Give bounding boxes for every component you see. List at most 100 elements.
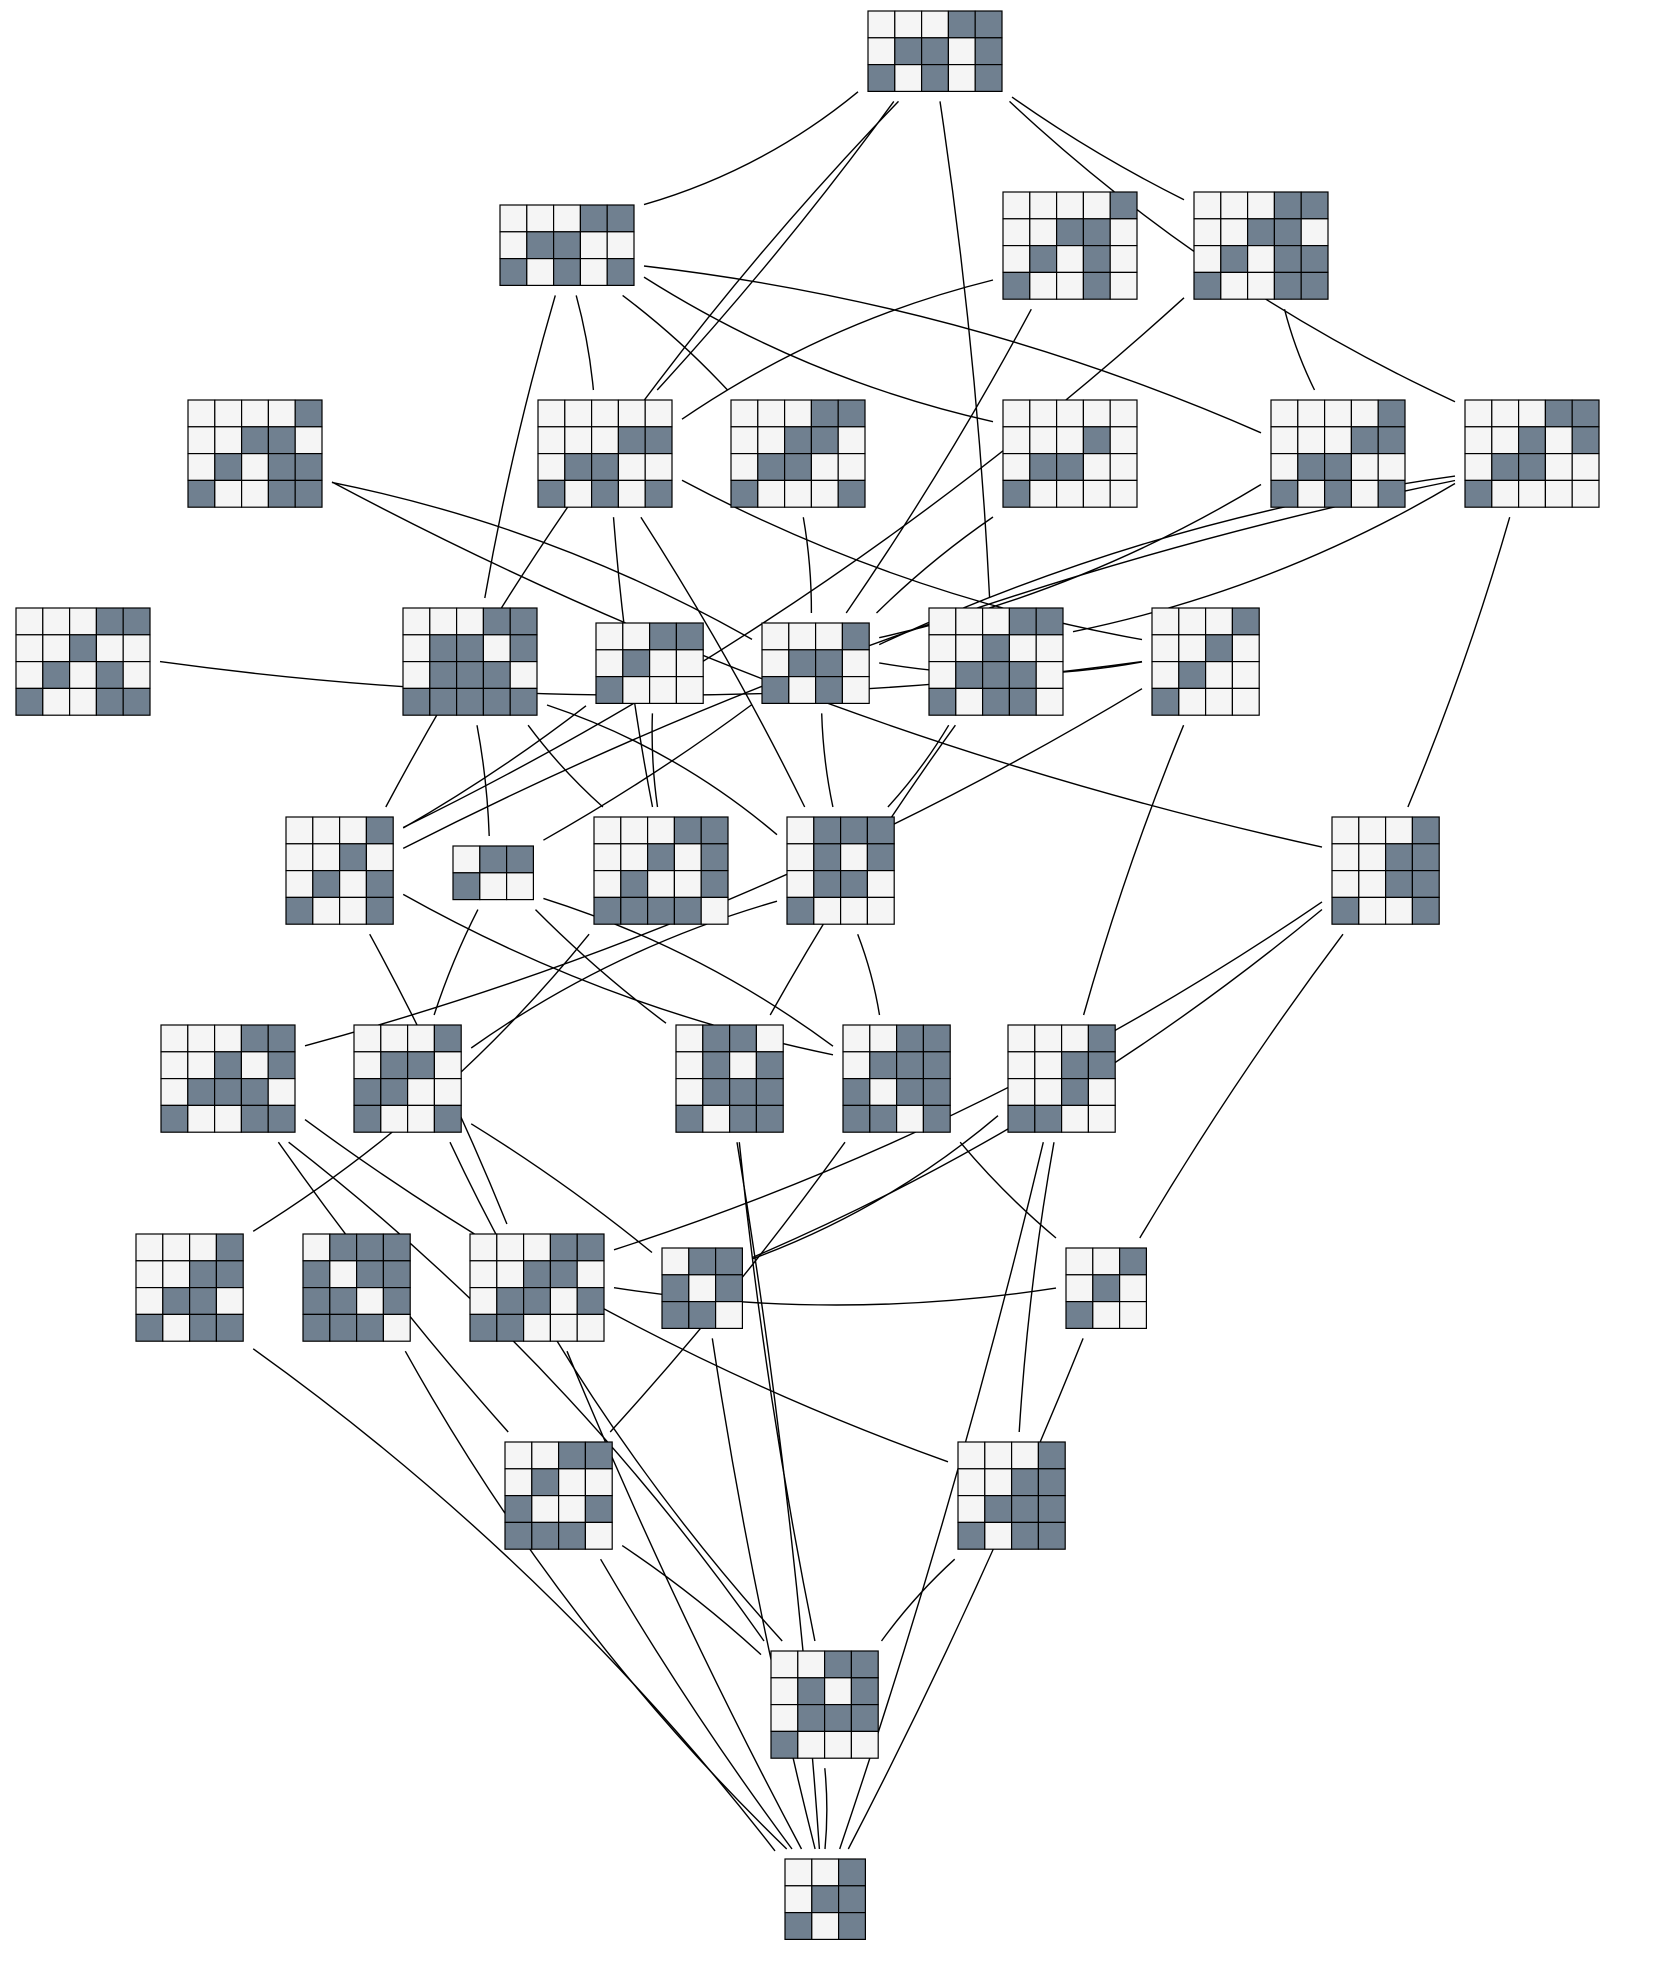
filled-cell [380, 1077, 409, 1106]
filled-cell [557, 1521, 586, 1550]
filled-cell [755, 1051, 784, 1080]
empty-cell [339, 869, 368, 898]
grid-node-n34 [784, 1858, 866, 1940]
edge-n23-n33 [738, 1142, 816, 1642]
filled-cell [549, 1260, 578, 1289]
edge-n33-n34 [824, 1768, 828, 1850]
edge-n25-n32 [1018, 1142, 1055, 1433]
empty-cell [1029, 426, 1058, 455]
grid-node-n33 [770, 1650, 879, 1759]
filled-cell [1273, 218, 1302, 247]
edge-n01-n05 [575, 295, 595, 391]
empty-cell [617, 399, 646, 428]
filled-cell [482, 607, 511, 636]
filled-cell [920, 63, 949, 92]
empty-cell [122, 634, 151, 663]
empty-cell [407, 1077, 436, 1106]
edge-n24-n30 [959, 1141, 1057, 1239]
edge-n01-n06 [622, 294, 729, 391]
empty-cell [1151, 607, 1180, 636]
empty-cell [557, 1494, 586, 1523]
filled-cell [1060, 1077, 1089, 1106]
filled-cell [974, 10, 1003, 39]
empty-cell [1055, 245, 1084, 274]
edge-n05-n15 [681, 479, 1143, 641]
empty-cell [1544, 453, 1573, 482]
edge-n28-n34 [566, 1350, 803, 1850]
empty-cell [1193, 191, 1222, 220]
filled-cell [189, 1260, 218, 1289]
grid-node-n09 [1464, 399, 1600, 508]
empty-cell [786, 816, 815, 845]
empty-cell [135, 1233, 164, 1262]
empty-cell [1491, 426, 1520, 455]
empty-cell [1350, 453, 1379, 482]
empty-cell [1002, 426, 1031, 455]
filled-cell [509, 687, 538, 716]
filled-cell [837, 1858, 866, 1887]
grid-node-n12 [595, 622, 704, 704]
filled-cell [1065, 1300, 1094, 1329]
filled-cell [644, 479, 673, 508]
empty-cell [869, 1077, 898, 1106]
empty-cell [894, 10, 923, 39]
grid-node-n14 [928, 607, 1064, 716]
empty-cell [784, 1858, 813, 1887]
filled-cell [1008, 607, 1037, 636]
empty-cell [1491, 479, 1520, 508]
empty-cell [1331, 869, 1360, 898]
filled-cell [866, 816, 895, 845]
filled-cell [1007, 1104, 1036, 1133]
filled-cell [842, 1104, 871, 1133]
edge-n22-n33 [449, 1141, 783, 1642]
empty-cell [1246, 271, 1275, 300]
empty-cell [214, 399, 243, 428]
filled-cell [922, 1104, 951, 1133]
empty-cell [1109, 218, 1138, 247]
empty-cell [189, 1233, 218, 1262]
empty-cell [928, 660, 957, 689]
empty-cell [1246, 191, 1275, 220]
filled-cell [981, 660, 1010, 689]
empty-cell [728, 1051, 757, 1080]
filled-cell [522, 1260, 551, 1289]
edge-n03-n16 [402, 297, 1185, 829]
empty-cell [187, 1024, 216, 1053]
filled-cell [869, 1104, 898, 1133]
empty-cell [839, 896, 868, 925]
filled-cell [1273, 245, 1302, 274]
empty-cell [402, 634, 431, 663]
filled-cell [382, 1260, 411, 1289]
edge-n11-n18 [527, 724, 604, 808]
empty-cell [894, 63, 923, 92]
grid-node-n27 [302, 1233, 411, 1342]
edge-n20-n28 [613, 901, 1323, 1251]
filled-cell [240, 1024, 269, 1053]
empty-cell [1231, 687, 1260, 716]
empty-cell [1029, 218, 1058, 247]
empty-cell [644, 399, 673, 428]
empty-cell [1065, 1274, 1094, 1303]
empty-cell [1358, 896, 1387, 925]
empty-cell [813, 896, 842, 925]
edge-n15-n21 [304, 688, 1143, 1047]
empty-cell [537, 426, 566, 455]
filled-cell [784, 1911, 813, 1940]
empty-cell [1092, 1247, 1121, 1276]
empty-cell [312, 843, 341, 872]
filled-cell [407, 1051, 436, 1080]
empty-cell [499, 204, 528, 233]
grid-node-n31 [504, 1441, 613, 1550]
empty-cell [187, 426, 216, 455]
empty-cell [356, 1286, 385, 1315]
filled-cell [1035, 607, 1064, 636]
filled-cell [688, 1300, 717, 1329]
filled-cell [1517, 453, 1546, 482]
empty-cell [429, 607, 458, 636]
filled-cell [1055, 218, 1084, 247]
empty-cell [537, 399, 566, 428]
empty-cell [1007, 1024, 1036, 1053]
filled-cell [294, 399, 323, 428]
filled-cell [1082, 271, 1111, 300]
empty-cell [1464, 426, 1493, 455]
